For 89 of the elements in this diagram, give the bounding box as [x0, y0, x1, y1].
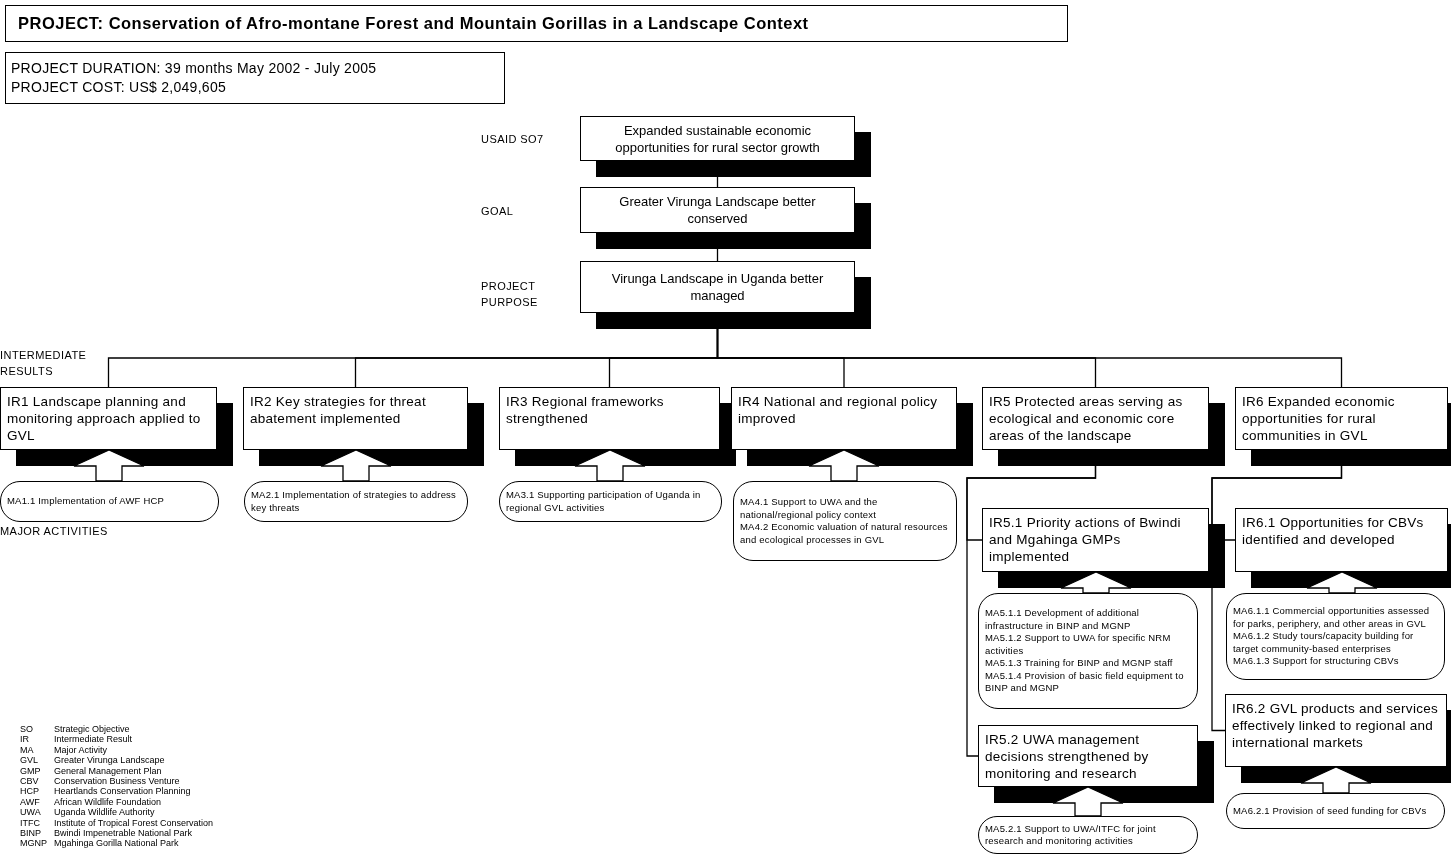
abbreviation: BINP	[20, 828, 42, 839]
activity-pill	[1226, 793, 1445, 829]
abbreviation: AWF	[20, 796, 41, 808]
result-box	[982, 387, 1209, 450]
info-box	[5, 52, 505, 104]
node-text: IR5.1 Priority actions of Bwindi and Mgahinga GMPs implemented	[989, 514, 1182, 565]
abbreviation: ITFC	[20, 817, 41, 829]
block-arrow	[1060, 571, 1132, 594]
node-text: IR5.2 UWA management decisions strengthened by monitoring and research	[985, 731, 1150, 782]
activity-pill	[733, 481, 957, 561]
result-box	[499, 387, 720, 450]
block-arrow	[320, 449, 392, 482]
level-label: INTERMEDIATE RESULTS	[0, 348, 88, 379]
activity-text: MA4.2 Economic valuation of natural resources and ecological processes in GVL	[740, 521, 949, 546]
result-box	[1235, 508, 1448, 572]
abbreviation-definition: Intermediate Result	[54, 734, 134, 745]
block-arrow	[574, 449, 646, 482]
result-box	[1235, 387, 1448, 450]
activity-text: MA6.1.3 Support for structuring CBVs	[1233, 655, 1400, 668]
abbreviation: UWA	[20, 807, 42, 818]
block-arrow	[808, 449, 880, 482]
activity-pill	[978, 593, 1198, 709]
activity-text: MA6.1.1 Commercial opportunities assessed for parks, periphery, and other areas in GVL	[1233, 605, 1431, 631]
abbreviation: MA	[20, 744, 35, 756]
activity-pill	[978, 816, 1198, 854]
result-box	[0, 387, 217, 450]
abbreviation-definition: Conservation Business Venture	[54, 776, 181, 787]
level-label: GOAL	[481, 204, 515, 219]
activity-text: MA6.2.1 Provision of seed funding for CBVs	[1233, 804, 1428, 818]
node-text: Greater Virunga Landscape better conserved	[618, 193, 817, 227]
activity-pill	[499, 481, 722, 522]
activity-text: MA6.1.2 Study tours/capacity building for target community-based enterprises	[1233, 630, 1415, 656]
title-box: PROJECT: Conservation of Afro-montane Forest and Mountain Gorillas in a Landscape Context	[5, 5, 1068, 42]
abbreviation-definition: Bwindi Impenetrable National Park	[54, 828, 194, 839]
level-label: USAID SO7	[481, 132, 545, 147]
result-box	[243, 387, 468, 450]
abbreviation-definition: Mgahinga Gorilla National Park	[54, 838, 180, 849]
activity-text: MA1.1 Implementation of AWF HCP	[7, 495, 166, 508]
activity-text: MA2.1 Implementation of strategies to address key threats	[251, 489, 457, 514]
abbreviation: HCP	[20, 786, 40, 797]
activity-pill	[0, 481, 219, 522]
activity-text: MA5.1.2 Support to UWA for specific NRM activities	[985, 632, 1172, 658]
objective-box	[580, 187, 855, 233]
abbreviation-definition: General Management Plan	[54, 765, 163, 777]
abbreviation-definition: Uganda Wildlife Authority	[54, 807, 156, 818]
block-arrow	[1300, 766, 1372, 794]
level-label: MAJOR ACTIVITIES	[0, 524, 109, 539]
abbreviation: GVL	[20, 755, 39, 766]
node-text: IR4 National and regional policy improved	[738, 393, 939, 427]
activity-text: MA4.1 Support to UWA and the national/regional policy context	[740, 496, 879, 521]
abbreviation-definition: Major Activity	[54, 744, 108, 756]
activity-text: MA3.1 Supporting participation of Uganda in regional GVL activities	[506, 489, 702, 514]
objective-box	[580, 261, 855, 313]
abbreviation-definition: Heartlands Conservation Planning	[54, 786, 192, 797]
node-text: IR6.1 Opportunities for CBVs identified and developed	[1242, 514, 1425, 548]
block-arrow	[1306, 571, 1378, 594]
result-box	[982, 508, 1209, 572]
abbreviation: CBV	[20, 776, 40, 787]
activity-text: MA5.2.1 Support to UWA/ITFC for joint research and monitoring activities	[985, 822, 1157, 848]
result-box	[731, 387, 957, 450]
abbreviation: GMP	[20, 765, 42, 777]
activity-text: MA5.1.4 Provision of basic field equipment to BINP and MGNP	[985, 669, 1185, 695]
abbreviation-definition: African Wildlife Foundation	[54, 796, 163, 808]
node-text: Virunga Landscape in Uganda better managed	[610, 270, 825, 304]
block-arrow	[1052, 786, 1124, 817]
node-text: IR1 Landscape planning and monitoring approach applied to GVL	[7, 393, 202, 444]
node-text: IR3 Regional frameworks strengthened	[506, 393, 665, 427]
block-arrow	[73, 449, 145, 482]
node-text: IR2 Key strategies for threat abatement implemented	[250, 393, 427, 427]
activity-text: MA5.1.3 Training for BINP and MGNP staff	[985, 657, 1174, 670]
node-text: IR6.2 GVL products and services effectively linked to regional and international markets	[1232, 700, 1439, 751]
abbreviation: SO	[20, 724, 34, 735]
objective-box	[580, 116, 855, 161]
activity-pill	[244, 481, 468, 522]
abbreviation: IR	[20, 734, 30, 745]
abbreviation: MGNP	[20, 838, 48, 849]
abbreviation-definition: Strategic Objective	[54, 724, 131, 735]
level-label: PROJECT PURPOSE	[481, 279, 539, 310]
node-text: Expanded sustainable economic opportunities for rural sector growth	[614, 121, 821, 156]
activity-text: MA5.1.1 Development of additional infrastructure in BINP and MGNP	[985, 607, 1141, 633]
result-box	[1225, 694, 1447, 767]
abbreviation-definition: Institute of Tropical Forest Conservation	[54, 817, 214, 829]
activity-pill	[1226, 593, 1445, 680]
abbreviation-definition: Greater Virunga Landscape	[54, 755, 166, 766]
node-text: IR6 Expanded economic opportunities for rural communities in GVL	[1242, 393, 1396, 444]
info-text: PROJECT COST: US$ 2,049,605	[11, 78, 228, 97]
info-text: PROJECT DURATION: 39 months May 2002 - July 2005	[11, 59, 378, 78]
node-text: IR5 Protected areas serving as ecological and economic core areas of the landscape	[989, 393, 1184, 444]
result-box	[978, 725, 1198, 787]
